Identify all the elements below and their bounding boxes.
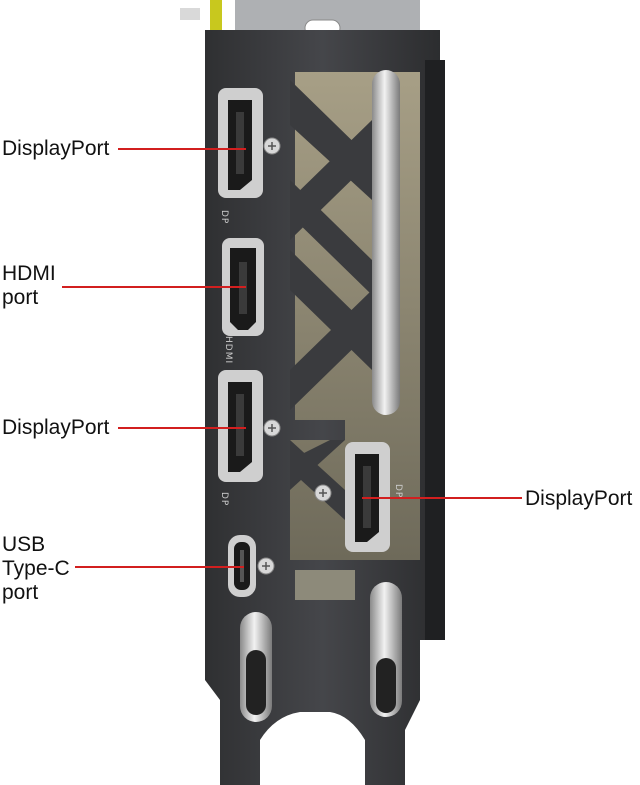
dp3-marking: DP bbox=[393, 484, 403, 498]
callout-displayport-middle: DisplayPort bbox=[2, 416, 110, 439]
dp1-marking: DP bbox=[219, 210, 229, 224]
displayport-1: DP bbox=[218, 88, 281, 224]
vent-window bbox=[290, 70, 420, 600]
callout-usb-type-c-port: USB Type-C port bbox=[2, 533, 70, 604]
bracket-side-edge bbox=[425, 60, 445, 640]
callout-displayport-top: DisplayPort bbox=[2, 137, 110, 160]
leader-lines bbox=[62, 148, 522, 568]
hdmi-marking: HDMI bbox=[223, 336, 233, 364]
hdmi-port: HDMI bbox=[222, 238, 264, 364]
dp2-marking: DP bbox=[219, 492, 229, 506]
callout-displayport-right: DisplayPort bbox=[525, 487, 633, 510]
bracket-slots bbox=[240, 582, 402, 722]
callout-hdmi-port: HDMI port bbox=[2, 262, 56, 309]
